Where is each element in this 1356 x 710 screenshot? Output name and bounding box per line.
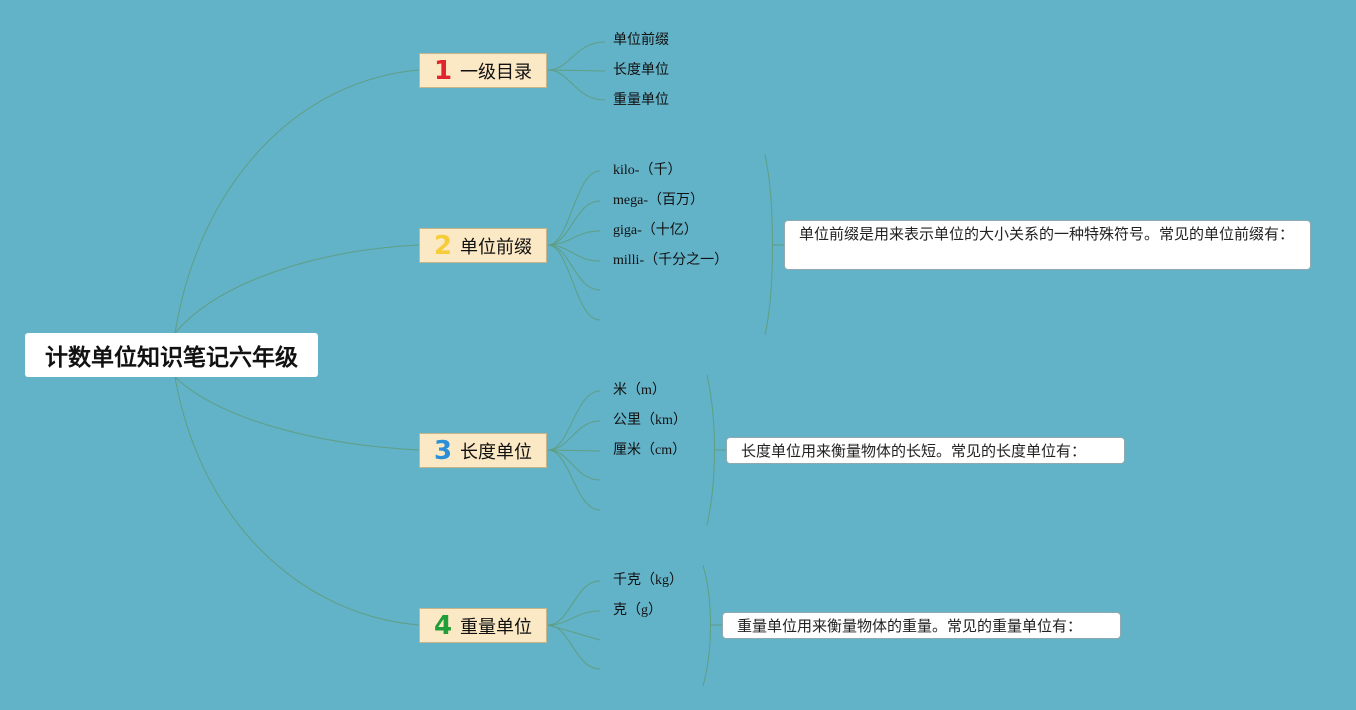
- summary-note-3[interactable]: 长度单位用来衡量物体的长短。常见的长度单位有：: [726, 437, 1125, 464]
- branch-topic-2[interactable]: 2 单位前缀: [419, 228, 547, 263]
- branch-topic-label: 重量单位: [460, 616, 533, 638]
- link-root-branch-4: [174, 376, 420, 626]
- branch-topic-label: 长度单位: [460, 441, 533, 463]
- leaf-topic[interactable]: 克（g）: [613, 603, 662, 618]
- branch-topic-label: 单位前缀: [460, 236, 533, 258]
- leaf-topic[interactable]: 单位前缀: [613, 33, 669, 48]
- root-topic-label: 计数单位知识笔记六年级: [45, 345, 298, 371]
- leaf-topic[interactable]: 千克（kg）: [613, 573, 683, 588]
- summary-bracket-2: [764, 154, 773, 336]
- leaf-topic[interactable]: giga-（十亿）: [613, 223, 698, 238]
- number-badge-4: 4: [433, 610, 453, 641]
- summary-note-text: 单位前缀是用来表示单位的大小关系的一种特殊符号。常见的单位前缀有：: [799, 225, 1295, 243]
- link-root-branch-2: [174, 244, 420, 334]
- summary-note-text: 重量单位用来衡量物体的重量。常见的重量单位有：: [737, 617, 1083, 635]
- leaf-topic[interactable]: kilo-（千）: [613, 163, 682, 178]
- leaf-topic[interactable]: 米（m）: [613, 383, 666, 398]
- branch-topic-1[interactable]: 1 一级目录: [419, 53, 547, 88]
- summary-note-4[interactable]: 重量单位用来衡量物体的重量。常见的重量单位有：: [722, 612, 1121, 639]
- leaf-topic[interactable]: milli-（千分之一）: [613, 253, 729, 268]
- link-root-branch-3: [174, 376, 420, 451]
- leaf-topic[interactable]: 厘米（cm）: [613, 443, 687, 458]
- leaf-topic[interactable]: 长度单位: [613, 63, 669, 78]
- number-badge-1: 1: [433, 55, 453, 86]
- leaf-topic[interactable]: 重量单位: [613, 93, 669, 108]
- number-badge-3: 3: [433, 435, 453, 466]
- summary-note-2[interactable]: 单位前缀是用来表示单位的大小关系的一种特殊符号。常见的单位前缀有：: [784, 220, 1311, 270]
- leaf-topic[interactable]: mega-（百万）: [613, 193, 704, 208]
- leaf-topic[interactable]: 公里（km）: [613, 413, 687, 428]
- summary-bracket-3: [706, 374, 715, 526]
- number-badge-2: 2: [433, 230, 453, 261]
- summary-bracket-4: [702, 564, 711, 687]
- branch-topic-label: 一级目录: [460, 61, 533, 83]
- link-root-branch-1: [174, 69, 420, 334]
- summary-note-text: 长度单位用来衡量物体的长短。常见的长度单位有：: [741, 442, 1087, 460]
- branch-topic-3[interactable]: 3 长度单位: [419, 433, 547, 468]
- branch-topic-4[interactable]: 4 重量单位: [419, 608, 547, 643]
- root-topic[interactable]: 计数单位知识笔记六年级: [25, 333, 318, 377]
